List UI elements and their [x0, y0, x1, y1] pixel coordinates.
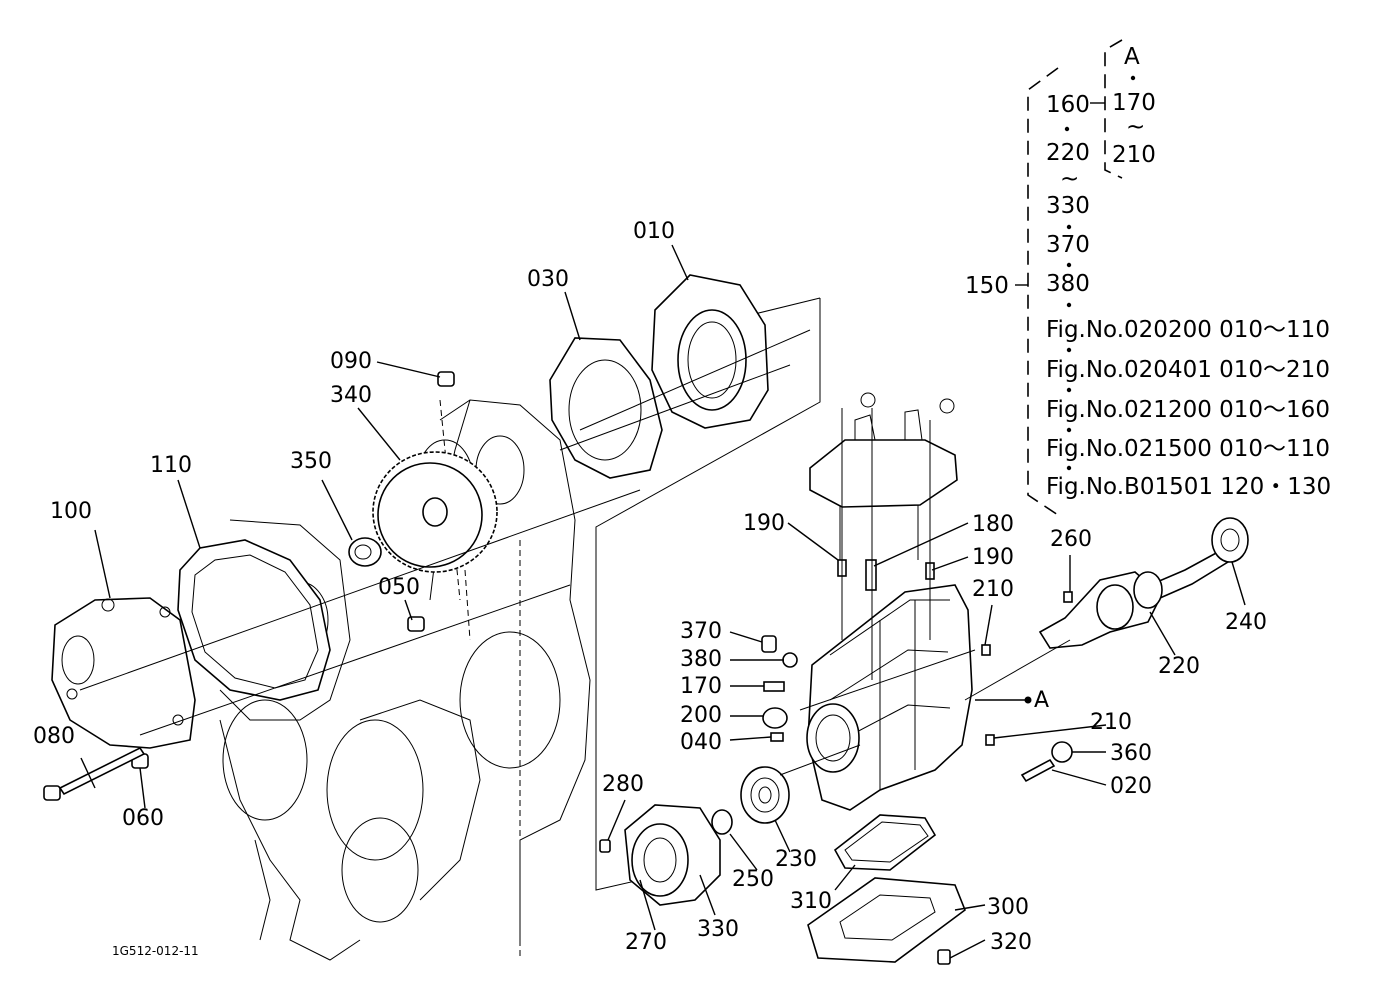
label-280: 280 [602, 772, 644, 797]
label-330: 330 [697, 917, 739, 942]
label-270: 270 [625, 930, 667, 955]
plate-030 [549, 337, 663, 479]
label-060: 060 [122, 806, 164, 831]
drawing-code: 1G512-012-11 [112, 944, 199, 958]
fig-ref-1: Fig.No.020200 010～110 [1046, 317, 1330, 343]
label-190-right: 190 [972, 545, 1014, 570]
note-330: 330 [1046, 193, 1090, 219]
gear-340 [372, 451, 498, 573]
label-180: 180 [972, 512, 1014, 537]
label-370: 370 [680, 619, 722, 644]
flange-270 [624, 804, 721, 906]
label-a-marker: A [1034, 688, 1049, 713]
fig-ref-4: Fig.No.021500 010～110 [1046, 436, 1330, 462]
label-110: 110 [150, 453, 192, 478]
note-170: 170 [1112, 90, 1156, 116]
bearing-230 [740, 766, 790, 824]
label-210-top: 210 [972, 577, 1014, 602]
plate-300 [807, 877, 966, 963]
transmission-case [806, 584, 973, 811]
camshaft-220 [1038, 551, 1230, 649]
label-080: 080 [33, 724, 75, 749]
fig-ref-5: Fig.No.B01501 120・130 [1046, 474, 1331, 500]
nut-350 [348, 537, 382, 567]
part-labels: 010 030 090 340 350 110 100 050 080 060 … [33, 219, 1267, 955]
label-260: 260 [1050, 527, 1092, 552]
fig-ref-2: Fig.No.020401 010～210 [1046, 357, 1330, 383]
note-380: 380 [1046, 271, 1090, 297]
label-100: 100 [50, 499, 92, 524]
label-350: 350 [290, 449, 332, 474]
pump-top [809, 392, 958, 560]
label-340: 340 [330, 383, 372, 408]
bolt-280 [599, 839, 611, 853]
label-040: 040 [680, 730, 722, 755]
note-150: 150 [965, 273, 1009, 299]
bolts [43, 371, 455, 801]
group-a-bracket [1104, 39, 1123, 179]
bolt-320 [937, 949, 951, 965]
label-300: 300 [987, 895, 1029, 920]
note-160: 160 [1046, 92, 1090, 118]
note-tilde-a: ~ [1126, 114, 1145, 140]
note-370: 370 [1046, 232, 1090, 258]
studs [837, 408, 935, 680]
label-200: 200 [680, 703, 722, 728]
label-310: 310 [790, 889, 832, 914]
assembly-note: A 160 170 ~ 210 220 ~ 330 370 380 150 Fi… [965, 44, 1331, 500]
engine-block-outline [219, 399, 591, 961]
note-tilde-main: ~ [1060, 166, 1079, 192]
bearing-240 [1211, 517, 1249, 563]
note-220: 220 [1046, 140, 1090, 166]
label-020: 020 [1110, 774, 1152, 799]
label-030: 030 [527, 267, 569, 292]
small-parts-left [761, 635, 798, 742]
note-210: 210 [1112, 142, 1156, 168]
label-360: 360 [1110, 741, 1152, 766]
label-090: 090 [330, 349, 372, 374]
label-220: 220 [1158, 654, 1200, 679]
fig-ref-3: Fig.No.021200 010～160 [1046, 397, 1330, 423]
leader-lines [80, 102, 1246, 959]
note-group-a-marker: A [1124, 44, 1140, 70]
label-050: 050 [378, 575, 420, 600]
label-320: 320 [990, 930, 1032, 955]
gasket-310 [833, 814, 937, 871]
label-010: 010 [633, 219, 675, 244]
label-240: 240 [1225, 610, 1267, 635]
housing-100 [51, 597, 196, 749]
separator-dots [1024, 75, 1136, 704]
gasket-110 [177, 539, 331, 701]
axis-lines [79, 329, 1071, 776]
label-380: 380 [680, 647, 722, 672]
label-170: 170 [680, 674, 722, 699]
label-190-left: 190 [743, 511, 785, 536]
label-210-bottom: 210 [1090, 710, 1132, 735]
small-parts-right [981, 591, 1073, 783]
cover-010 [651, 274, 769, 429]
label-230: 230 [775, 847, 817, 872]
snap-ring-250 [711, 809, 733, 835]
label-250: 250 [732, 867, 774, 892]
